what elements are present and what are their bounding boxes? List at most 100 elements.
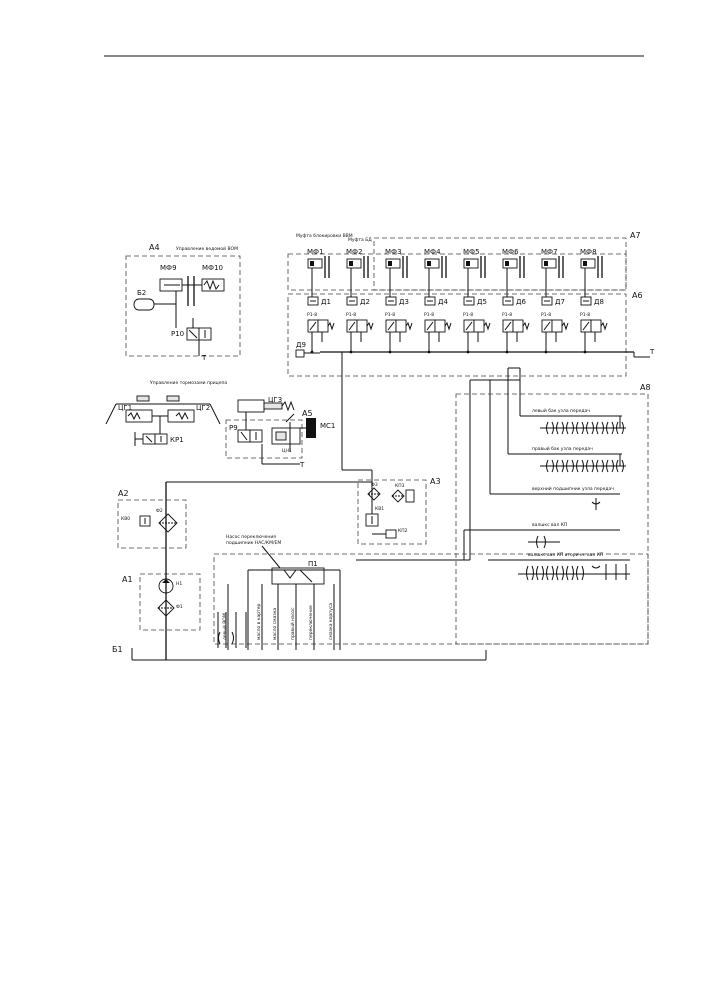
- outlet-label: правый насос: [289, 607, 296, 640]
- block-a4-label: А4: [149, 243, 160, 252]
- valve-row: Д1Р1-8Д2Р1-8Д3Р1-8Д4Р1-8Д5Р1-8Д6Р1-8Д7Р1…: [307, 296, 608, 354]
- kv1-label: КВ1: [375, 506, 384, 512]
- sensor-label: Д7: [555, 298, 565, 306]
- clutch-label: МФ1: [307, 248, 324, 256]
- valve-kv0: [139, 515, 151, 527]
- block-a5-label: А5: [302, 409, 313, 418]
- block-a7-label: А7: [630, 231, 641, 240]
- clutch-6: МФ6: [502, 248, 525, 300]
- block-a2-label: А2: [118, 489, 129, 498]
- kv0-label: КВ0: [121, 516, 130, 522]
- f2-label: Ф2: [156, 508, 163, 514]
- valve-label: Р1-8: [385, 312, 395, 318]
- mf9-mf10-clutch: [159, 276, 225, 306]
- a5-tank-label: Т: [299, 461, 305, 469]
- cg2-label: ЦГ2: [196, 404, 210, 412]
- clutch-3: МФ3: [385, 248, 408, 300]
- block-a2-frame: [117, 499, 187, 549]
- outlet-1: левый ВОМ: [221, 584, 229, 650]
- sensor-label: Д4: [438, 298, 448, 306]
- clutch-label: МФ2: [346, 248, 363, 256]
- clutch-5: МФ5: [463, 248, 486, 300]
- block-a4-frame: [125, 255, 241, 357]
- block-a1-label: А1: [122, 575, 133, 584]
- outlet-label: масло смазка: [273, 608, 278, 640]
- filter-f2: [158, 513, 178, 533]
- pump-outlets: левый ВОМ масло в картер масло смазка правы…: [217, 569, 341, 650]
- clutch-label: МФ3: [385, 248, 402, 256]
- accumulator-b2: [133, 291, 177, 328]
- valve-r10: [186, 318, 212, 356]
- clutch-label: МФ7: [541, 248, 558, 256]
- main-piping: [131, 352, 630, 661]
- lube-line-2: правый бак узла передач: [532, 445, 626, 473]
- r9-label: Р9: [229, 424, 238, 432]
- p1-label: П1: [308, 560, 318, 568]
- block-a5-frame: [225, 419, 303, 459]
- outlet-label: переключение: [309, 605, 314, 640]
- f3-label: Ф3: [371, 482, 378, 488]
- pump-caption-2: подшипник НАС/КМ/ЕМ: [226, 540, 281, 546]
- block-b1-label: Б1: [112, 645, 123, 654]
- pump-caption-1: Насос переключения: [226, 534, 276, 540]
- d9-label: Д9: [296, 341, 306, 349]
- a7-caption-2: Муфта БД: [348, 237, 372, 243]
- valve-label: Р1-8: [424, 312, 434, 318]
- block-a4-caption: Управление ведомой ВОМ: [176, 245, 238, 252]
- clutch-label: МФ4: [424, 248, 441, 256]
- lube-line-label: правый бак узла передач: [532, 445, 593, 452]
- valve-kv1: [365, 513, 379, 527]
- block-a8-lower-frame: [213, 553, 649, 645]
- mf10-label: МФ10: [202, 264, 223, 272]
- outlet-label: левый ВОМ: [221, 613, 228, 640]
- clutch-4: МФ4: [424, 248, 447, 300]
- lube-line-label: валшкс вал КП: [532, 522, 567, 528]
- f1-label: Ф1: [176, 604, 183, 610]
- clutch-1: МФ1: [307, 248, 330, 300]
- clutch-7: МФ7: [541, 248, 564, 300]
- kp3-label: КП3: [395, 483, 405, 489]
- outlet-label: смазка корпуса: [329, 603, 334, 640]
- b2-label: Б2: [137, 289, 146, 297]
- lube-line-5: валшкс вал КП вторичн. вал КП: [518, 552, 630, 581]
- brake-cylinders: [105, 395, 221, 434]
- outlet-label: масло в картер: [257, 604, 262, 640]
- sensor-label: Д3: [399, 298, 409, 306]
- lube-line-3: верхний подшипник узла передач: [532, 485, 614, 510]
- r10-label: Р10: [171, 330, 184, 338]
- valve-label: Р1-8: [346, 312, 356, 318]
- cg1-label: ЦГ1: [118, 404, 132, 412]
- a4-tank-label: Т: [201, 354, 207, 362]
- a7-caption-1: Муфта блокировки ВВМ: [296, 233, 353, 239]
- sensor-label: Д5: [477, 298, 487, 306]
- lube-line-label: левый бак узла передач: [532, 407, 590, 414]
- filter-kp3: [391, 489, 415, 503]
- kr1-label: КР1: [170, 436, 184, 444]
- sensor-label: Д8: [594, 298, 604, 306]
- block-a6-label: А6: [632, 291, 643, 300]
- block-a1-frame: [139, 573, 201, 631]
- filter-f3: [367, 487, 381, 501]
- pump-cn1: [271, 413, 301, 452]
- manifold-p1: [271, 567, 325, 585]
- clutch-label: МФ6: [502, 248, 519, 256]
- clutch-label: МФ5: [463, 248, 480, 256]
- block-a3-label: А3: [430, 477, 441, 486]
- kp2-label: КП2: [398, 528, 408, 534]
- sensor-label: Д6: [516, 298, 526, 306]
- mc1-label: МС1: [320, 422, 335, 430]
- outlet-6: смазка корпуса: [329, 584, 335, 650]
- outlet-3: масло смазка: [273, 584, 279, 650]
- valve-label: Р1-8: [463, 312, 473, 318]
- clutch-2: МФ2: [346, 248, 369, 300]
- block-a6-frame: [287, 293, 627, 377]
